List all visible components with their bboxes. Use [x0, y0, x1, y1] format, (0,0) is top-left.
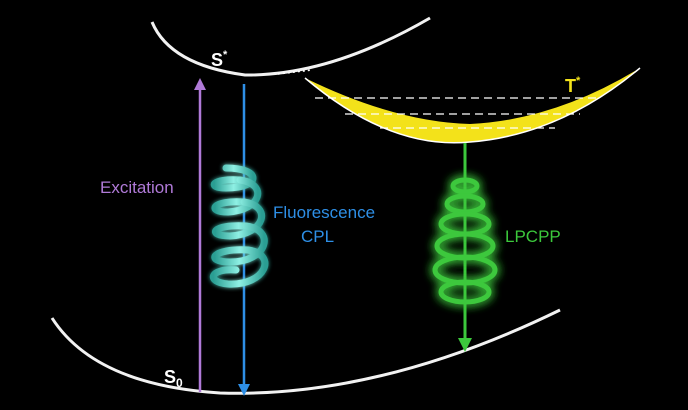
excitation-label: Excitation	[100, 178, 174, 197]
glowing-cone-spiral-icon	[432, 177, 498, 305]
lpcpp-arrowhead	[458, 338, 472, 352]
crossing-dots	[277, 69, 313, 75]
s-excited-label: S*	[211, 49, 228, 70]
cpl-label: CPL	[301, 227, 334, 246]
triplet-curve	[304, 67, 641, 144]
triplet-well	[305, 68, 640, 143]
ground-state-curve	[50, 308, 561, 395]
s-ground-label: S0	[164, 367, 183, 390]
fluorescence-arrowhead	[238, 384, 250, 396]
excited-singlet-curve	[150, 16, 431, 77]
t-excited-label: T*	[565, 75, 581, 96]
lpcpp-label: LPCPP	[505, 227, 561, 246]
helix-spring-icon	[209, 164, 269, 288]
excitation-arrowhead	[194, 78, 206, 90]
fluorescence-label: Fluorescence	[273, 203, 375, 222]
